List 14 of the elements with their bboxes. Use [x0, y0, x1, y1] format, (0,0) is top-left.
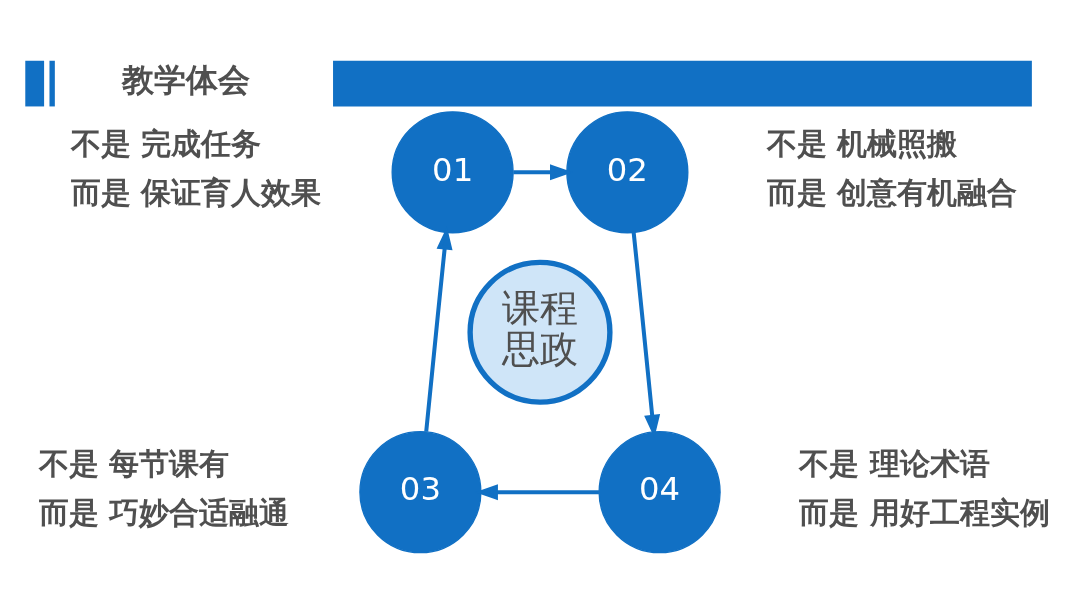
node-label: 而是 保证育人效果	[70, 175, 322, 210]
node-label: 不是 完成任务	[70, 126, 262, 161]
node-label: 不是 理论术语	[799, 446, 990, 481]
node-circle: 04	[598, 430, 721, 553]
node-circle: 02	[566, 110, 689, 233]
node-circle: 课程思政	[467, 259, 613, 405]
node-circle: 03	[359, 430, 482, 553]
node-label: 不是 每节课有	[38, 446, 230, 481]
node-circle: 01	[391, 110, 514, 233]
node-label: 而是 用好工程实例	[799, 495, 1050, 530]
node-label: 而是 巧妙合适融通	[38, 495, 290, 530]
node-label: 而是 创意有机融合	[767, 175, 1018, 210]
diagram-title: 教学体会	[122, 60, 251, 99]
node-label: 不是 机械照搬	[767, 126, 958, 161]
